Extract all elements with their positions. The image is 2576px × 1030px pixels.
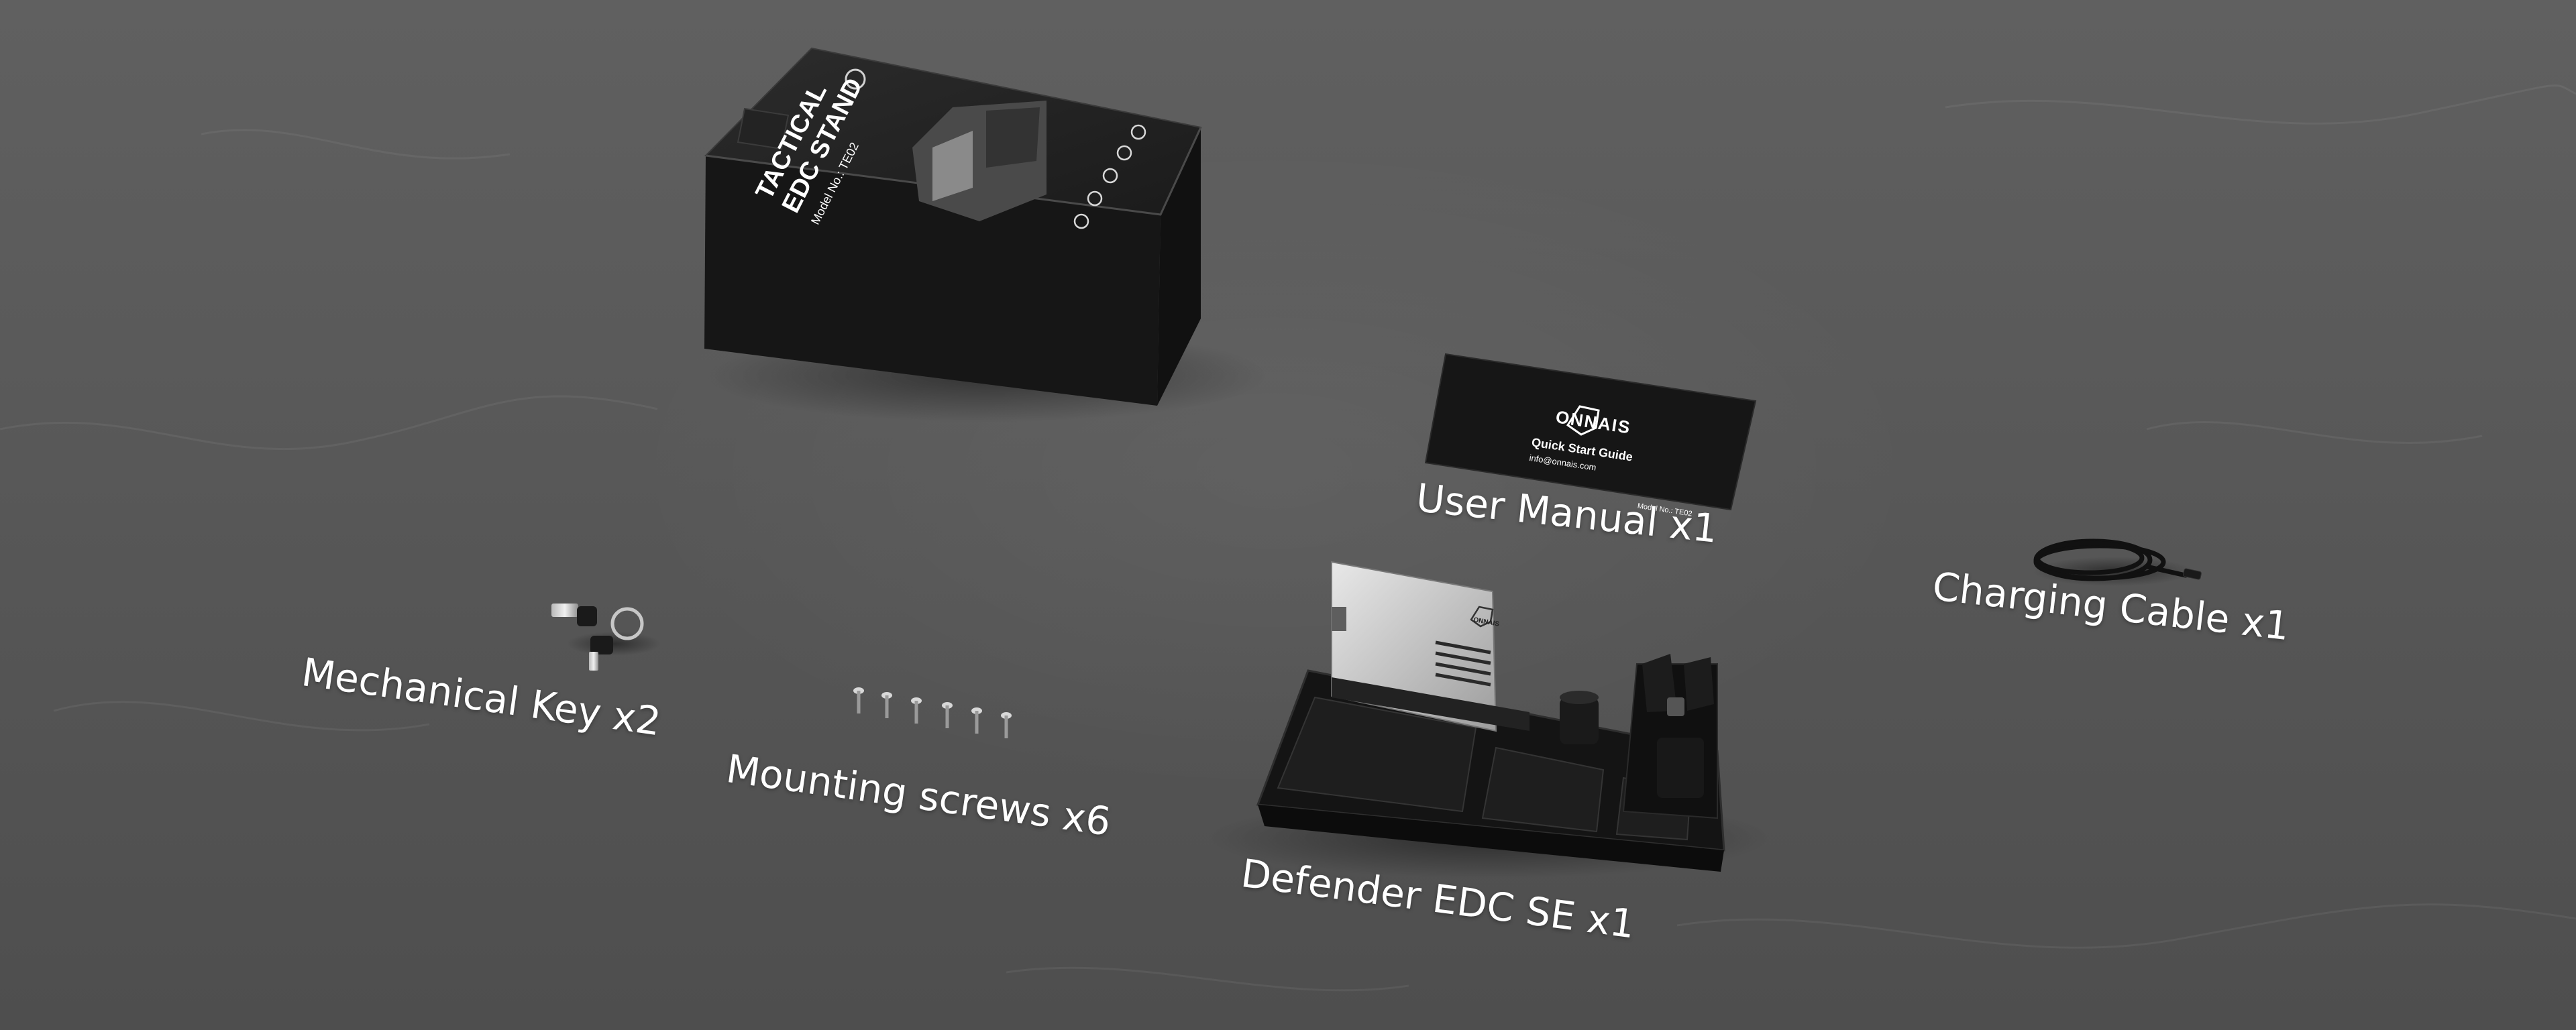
screw <box>942 702 953 728</box>
box-feature-icons <box>1073 124 1146 229</box>
screw <box>853 687 864 713</box>
key-2 <box>589 636 613 671</box>
mounting-screws <box>853 687 1012 738</box>
box-product-image <box>912 101 1046 221</box>
stone-texture <box>0 84 2576 992</box>
screw <box>1001 712 1012 738</box>
screw <box>971 707 982 734</box>
manual-logo-icon <box>1566 405 1600 436</box>
mechanical-keys <box>551 604 661 671</box>
box-feature-icon <box>1102 168 1118 184</box>
screw <box>911 697 922 724</box>
key-ring <box>610 607 644 640</box>
box-feature-icon <box>1130 124 1146 140</box>
stand-tool-post <box>1560 691 1599 744</box>
cable-connector <box>2183 568 2202 580</box>
box-logo-icon <box>845 68 866 90</box>
user-manual-card: ONNAIS Quick Start Guide info@onnais.com… <box>1424 353 1757 518</box>
defender-edc-stand: ONNAIS <box>1208 561 1771 878</box>
key-1 <box>551 604 597 626</box>
screw <box>881 692 892 718</box>
box-feature-icon <box>1087 190 1103 207</box>
stand-holster <box>1622 654 1718 819</box>
stand-logo-icon <box>1470 606 1494 628</box>
box-feature-icon <box>1116 145 1132 161</box>
packaging-box: TACTICAL EDC STAND Model No.: TE02 <box>704 47 1268 422</box>
charging-cable <box>2033 538 2202 586</box>
box-feature-icon <box>1073 213 1089 229</box>
